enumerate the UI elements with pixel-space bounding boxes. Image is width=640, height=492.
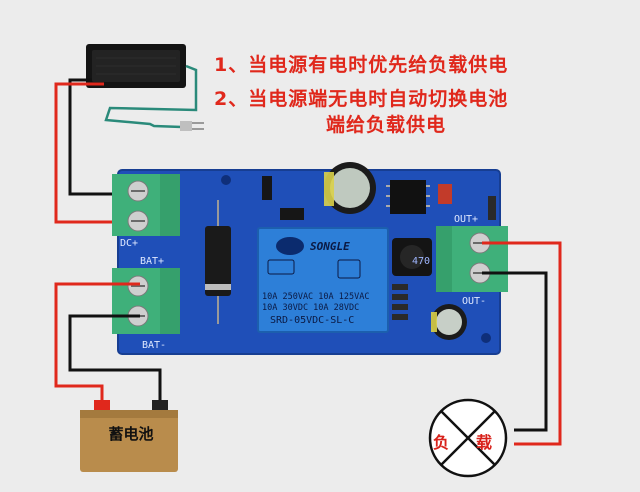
label-dc-plus: DC+: [120, 238, 139, 249]
ac-cable: [104, 64, 198, 129]
caption-line-2: 2、当电源端无电时自动切换电池: [214, 88, 509, 110]
relay: [257, 227, 389, 333]
dc-red-wire: [54, 82, 140, 224]
terminal-out: [436, 226, 508, 292]
ac-plug: [180, 121, 204, 131]
label-bat-minus: BAT-: [142, 340, 167, 351]
terminal-bat: [112, 268, 180, 334]
electrolytic-capacitor-small: [431, 304, 467, 340]
power-adapter: [86, 44, 186, 88]
battery-label: 蓄电池: [108, 425, 154, 443]
terminal-dc: [112, 174, 180, 236]
relay-brand: SONGLE: [310, 240, 350, 253]
load-lamp-symbol: [428, 398, 508, 478]
capacitor-label: 470: [412, 256, 431, 267]
caption-line-3: 端给负载供电: [326, 114, 447, 136]
bat-black-wire: [68, 314, 162, 408]
load-label-right: 载: [476, 433, 493, 452]
ic-chip: [386, 180, 430, 214]
relay-rating-row2: 10A 30VDC 10A 28VDC: [262, 303, 360, 313]
smd-components: [262, 176, 496, 320]
battery: [80, 400, 178, 472]
diode: [205, 200, 231, 324]
electrolytic-capacitor-large: [324, 162, 376, 214]
out-black-wire: [482, 271, 548, 432]
label-out-minus: OUT-: [462, 296, 487, 307]
bat-red-wire: [54, 282, 140, 408]
label-bat-plus: BAT+: [140, 256, 165, 267]
dc-black-wire: [68, 78, 140, 196]
inductor: [392, 238, 432, 276]
load-label-left: 负: [433, 433, 450, 452]
label-out-plus: OUT+: [454, 214, 479, 225]
relay-model: SRD-05VDC-SL-C: [270, 315, 355, 326]
caption-line-1: 1、当电源有电时优先给负载供电: [214, 54, 509, 76]
relay-rating-row1: 10A 250VAC 10A 125VAC: [262, 292, 370, 302]
out-red-wire: [482, 241, 562, 446]
